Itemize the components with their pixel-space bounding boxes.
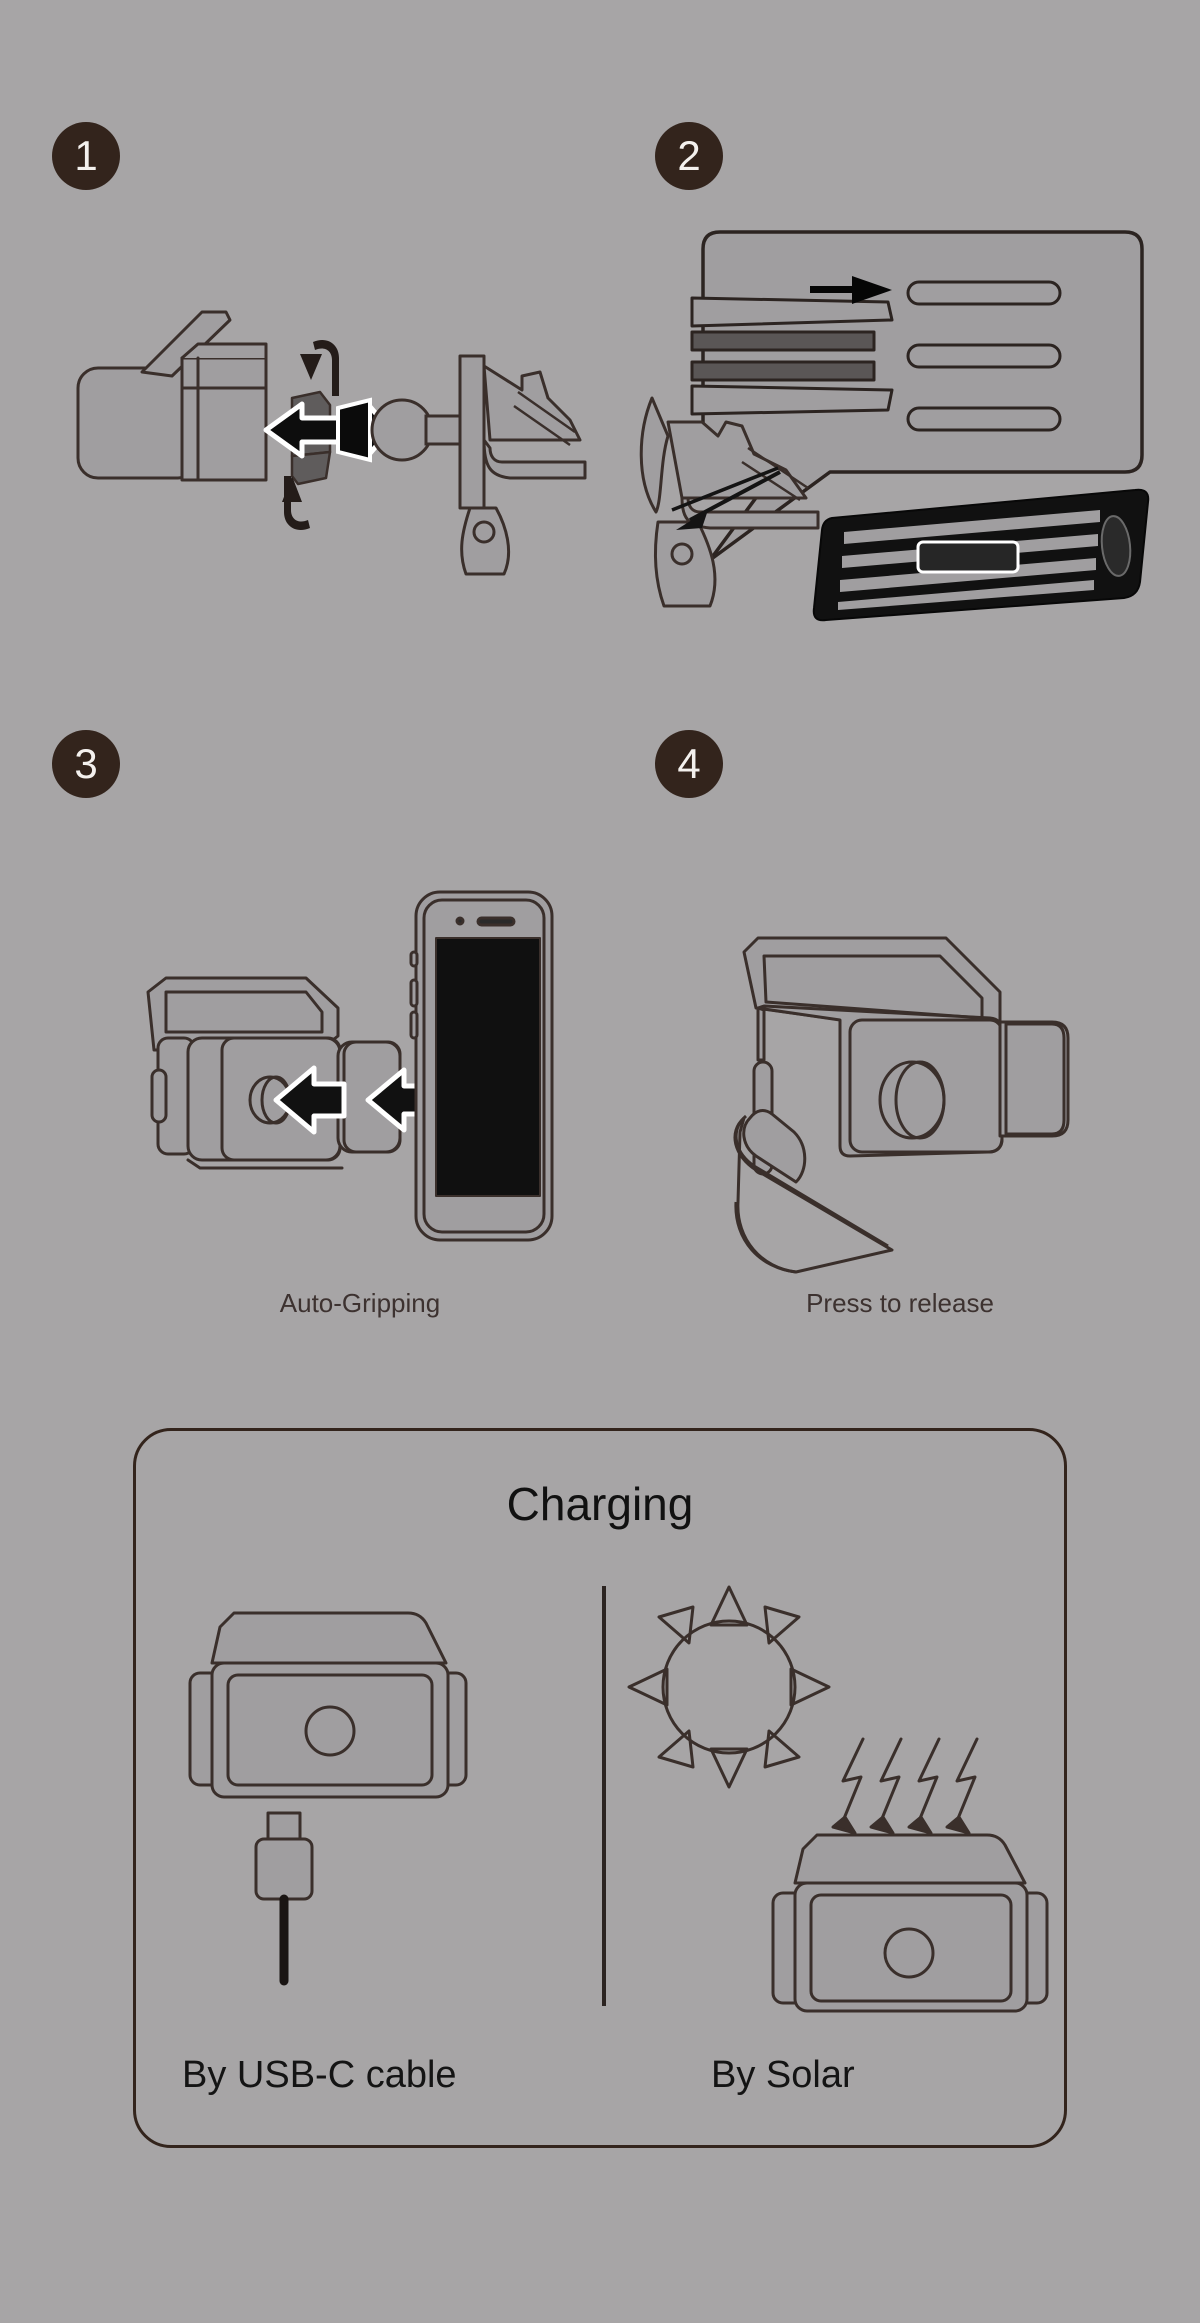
charging-panel-divider xyxy=(602,1586,606,2006)
step-2-illustration xyxy=(630,210,1160,630)
charging-option-solar: By Solar xyxy=(611,1581,1061,2141)
step-badge-1: 1 xyxy=(52,122,120,190)
sun-icon xyxy=(627,1585,831,1789)
step-badge-2: 2 xyxy=(655,122,723,190)
finger-pressing xyxy=(733,1109,894,1274)
solar-energy-arrows xyxy=(831,1737,979,1835)
charging-option-solar-label: By Solar xyxy=(711,2054,855,2096)
step-badge-3-label: 3 xyxy=(74,740,98,787)
charging-panel: Charging xyxy=(133,1428,1067,2148)
step-badge-4: 4 xyxy=(655,730,723,798)
step-3-illustration xyxy=(130,880,590,1300)
step-badge-1-label: 1 xyxy=(74,132,98,179)
step-4-caption: Press to release xyxy=(806,1288,994,1318)
step-1-illustration xyxy=(70,280,590,580)
car-air-vent xyxy=(812,488,1150,622)
charging-option-usb-c: By USB-C cable xyxy=(146,1581,596,2141)
callout-direction-arrow xyxy=(810,276,892,304)
step-badge-2-label: 2 xyxy=(677,132,701,179)
rotation-arrows xyxy=(282,339,339,531)
step-badge-4-label: 4 xyxy=(677,740,701,787)
vent-clip-part xyxy=(639,396,820,608)
usb-c-charging-illustration xyxy=(146,1581,596,2011)
grip-arrow-left xyxy=(273,1065,347,1135)
charging-panel-title: Charging xyxy=(506,1478,694,1530)
charging-option-usb-c-label: By USB-C cable xyxy=(182,2054,457,2096)
callout-leader-lines xyxy=(671,466,779,512)
step-badge-3: 3 xyxy=(52,730,120,798)
step-3-caption: Auto-Gripping xyxy=(279,1288,441,1318)
solar-charging-illustration xyxy=(611,1581,1061,2013)
step-4-illustration xyxy=(700,880,1100,1300)
vent-slat-callout xyxy=(690,230,1144,562)
usb-c-connector-icon xyxy=(254,1811,314,1901)
smartphone xyxy=(409,890,554,1242)
